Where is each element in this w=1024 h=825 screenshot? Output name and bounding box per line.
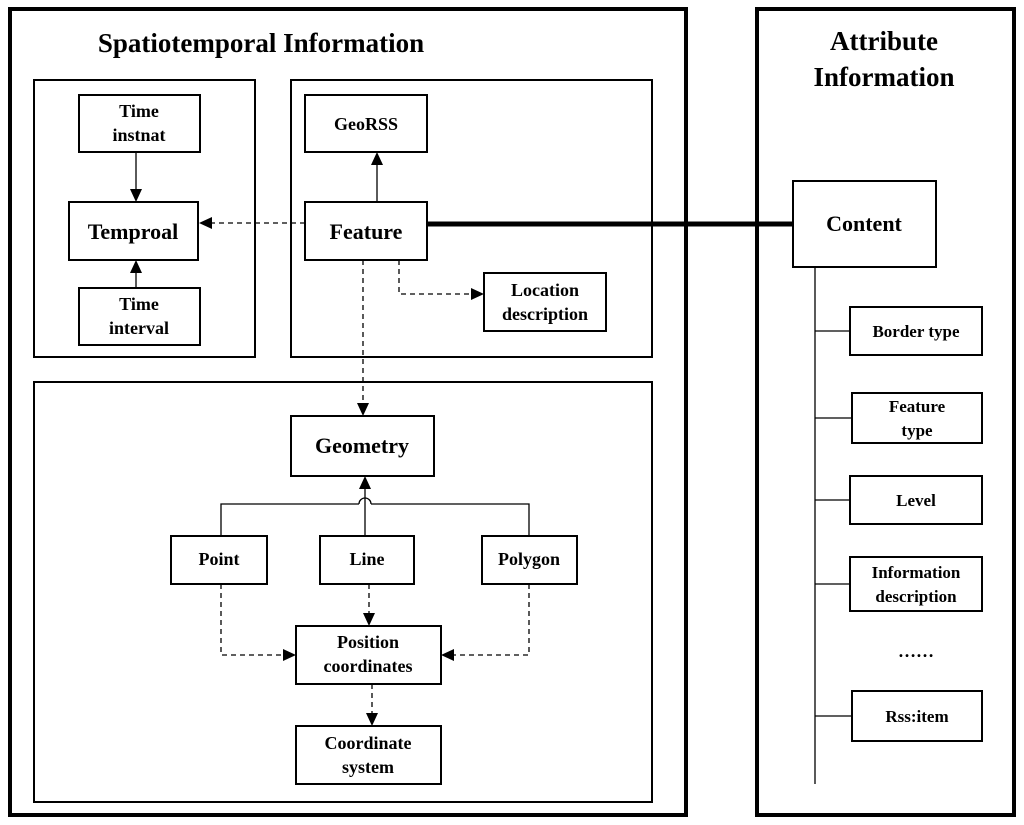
spatiotemporal-frame [8,7,688,817]
feature-type-node: Feature type [851,392,983,444]
point-to-position-dashed [220,584,284,656]
polygon-to-position-dashed [453,584,530,656]
line-node: Line [319,535,415,585]
svg-text:Point: Point [198,549,239,569]
location-description-node: Location description [483,272,607,332]
svg-text:Line: Line [349,549,384,569]
svg-text:Content: Content [826,211,902,236]
spatiotemporal-title: Spatiotemporal Information [98,28,424,58]
point-node: Point [170,535,268,585]
georss-node: GeoRSS [304,94,428,153]
svg-text:Border type: Border type [872,322,959,341]
temporal-panel [33,79,256,358]
svg-text:Time: Time [119,294,159,314]
svg-text:Geometry: Geometry [315,433,409,458]
information-description-node: Information description [849,556,983,612]
svg-text:Polygon: Polygon [498,549,560,569]
svg-text:Information: Information [872,563,961,582]
svg-text:GeoRSS: GeoRSS [334,114,398,134]
polygon-node: Polygon [481,535,578,585]
arrow-head [363,613,375,626]
arrow-head [441,649,454,661]
time-interval-node: Time interval [78,287,201,346]
attribute-title-line2: Information [814,62,955,92]
svg-text:Temproal: Temproal [88,219,178,244]
svg-text:coordinates: coordinates [324,656,413,676]
coordinate-system-node: Coordinate system [295,725,442,785]
arrow-head [130,189,142,202]
arrow-head [199,217,212,229]
point-to-geometry-line [220,503,359,536]
feature-to-location-dashed [398,260,472,295]
svg-text:system: system [342,757,394,777]
arrow-head [283,649,296,661]
svg-text:instnat: instnat [112,125,165,145]
svg-text:Level: Level [896,491,936,510]
feature-node: Feature [304,201,428,261]
svg-text:Coordinate: Coordinate [325,733,412,753]
ellipsis-text: …… [898,641,934,661]
svg-text:Location: Location [511,280,579,300]
temporal-node: Temproal [68,201,199,261]
arrow-head [357,403,369,416]
svg-text:Rss:item: Rss:item [885,707,948,726]
svg-text:description: description [502,304,588,324]
level-node: Level [849,475,983,525]
svg-text:type: type [901,421,933,440]
feature-panel [290,79,653,358]
arrow-head [130,260,142,273]
arrow-head [471,288,484,300]
geometry-node: Geometry [290,415,435,477]
svg-text:Time: Time [119,101,159,121]
arrow-head [359,476,371,489]
svg-text:description: description [875,587,957,606]
time-instant-node: Time instnat [78,94,201,153]
svg-text:Feature: Feature [330,219,403,244]
polygon-to-geometry-line [371,503,530,536]
svg-text:Position: Position [337,632,399,652]
rss-item-node: Rss:item [851,690,983,742]
arrow-head [371,152,383,165]
attribute-frame [755,7,1016,817]
svg-text:Feature: Feature [889,397,946,416]
svg-text:interval: interval [109,318,169,338]
arrow-head [366,713,378,726]
geometry-panel [33,381,653,803]
position-coordinates-node: Position coordinates [295,625,442,685]
attribute-title-line1: Attribute [830,26,938,56]
border-type-node: Border type [849,306,983,356]
content-node: Content [792,180,937,268]
